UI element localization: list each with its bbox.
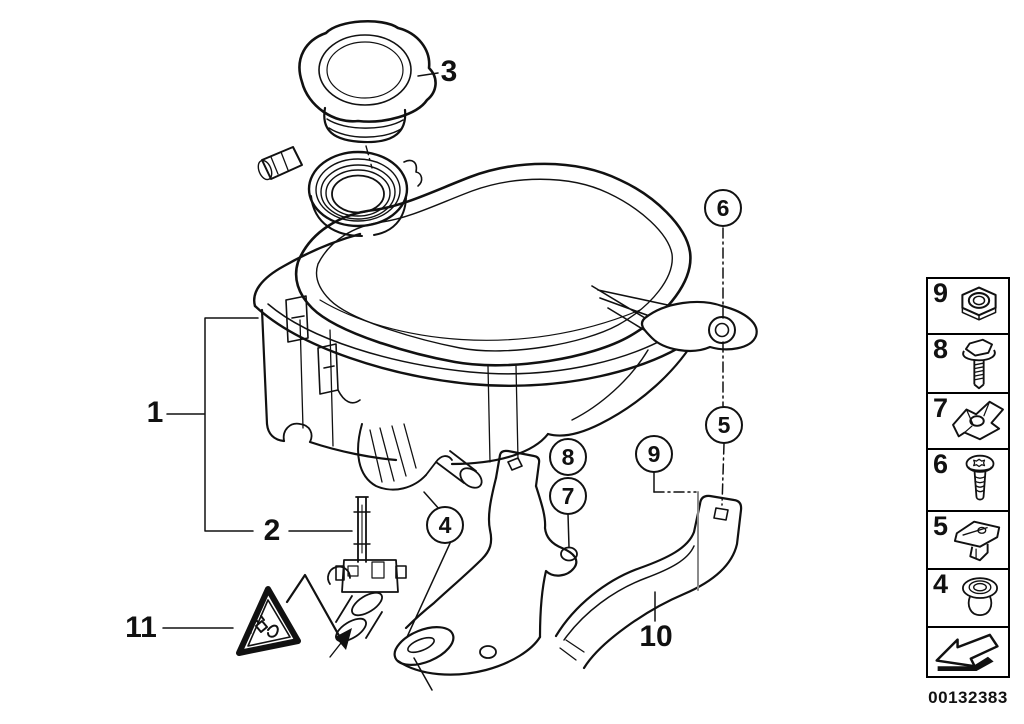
filler-neck <box>307 150 423 237</box>
callout-4[interactable]: 4 <box>426 506 464 544</box>
part-label-2[interactable]: 2 <box>263 514 281 547</box>
callout-7[interactable]: 7 <box>549 477 587 515</box>
callout-9[interactable]: 9 <box>635 435 673 473</box>
legend-num-6: 6 <box>933 449 949 479</box>
hex-nut-icon <box>961 286 997 321</box>
legend-num-7: 7 <box>933 393 949 423</box>
mounting-bracket-left <box>393 449 578 676</box>
legend-item-6[interactable]: 6 <box>928 449 1008 512</box>
torx-screw-icon <box>965 454 995 501</box>
expansion-rivet-icon <box>953 520 1001 562</box>
legend-item-7[interactable]: 7 <box>928 393 1008 450</box>
legend-num-4: 4 <box>933 569 949 599</box>
back-arrow-icon <box>935 633 999 671</box>
part-label-1[interactable]: 1 <box>146 396 164 429</box>
image-number: 00132383 <box>928 688 1008 707</box>
legend-num-9: 9 <box>933 278 949 308</box>
part-label-11[interactable]: 11 <box>125 611 157 644</box>
legend-item-5[interactable]: 5 <box>928 511 1008 570</box>
callout-8[interactable]: 8 <box>549 438 587 476</box>
legend-num-8: 8 <box>933 334 949 364</box>
callout-5[interactable]: 5 <box>705 406 743 444</box>
grommet-icon <box>962 577 998 616</box>
tank-cap-part3 <box>298 19 437 169</box>
legend-num-5: 5 <box>933 511 949 541</box>
fastener-legend: 9 8 7 <box>926 277 1010 678</box>
legend-item-9[interactable]: 9 <box>928 278 1008 335</box>
leader-lines <box>162 72 725 691</box>
flange-bolt-icon <box>962 338 996 389</box>
legend-item-4[interactable]: 4 <box>928 569 1008 628</box>
mounting-bracket-right-part10 <box>554 494 743 670</box>
callout-6[interactable]: 6 <box>704 189 742 227</box>
warning-triangle-part11 <box>236 586 301 656</box>
part-label-10[interactable]: 10 <box>639 620 673 653</box>
legend-back-button[interactable] <box>928 628 1008 676</box>
legend-item-8[interactable]: 8 <box>928 334 1008 394</box>
hose-nipple <box>257 146 303 181</box>
part-label-3[interactable]: 3 <box>440 55 458 88</box>
level-sensor-part2 <box>327 496 407 658</box>
clip-nut-icon <box>952 400 1004 441</box>
expansion-tank-body <box>253 162 758 491</box>
